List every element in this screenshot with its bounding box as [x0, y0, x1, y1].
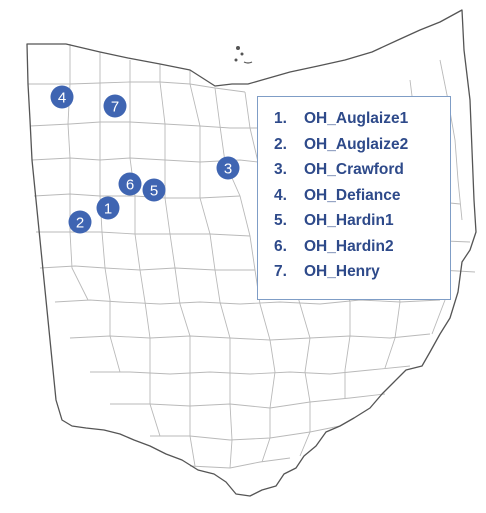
site-marker-circle: [68, 210, 92, 234]
legend-item: 4. OH_Defiance: [274, 183, 450, 209]
site-marker-circle: [142, 178, 166, 202]
site-marker-label: 1: [104, 201, 112, 218]
site-markers: 1 2 3 4 56 7: [50, 85, 240, 234]
site-marker-label: 7: [111, 99, 119, 116]
legend-item: 6. OH_Hardin2: [274, 234, 450, 260]
site-marker-1: 1: [96, 196, 120, 220]
legend-item-number: 1.: [274, 110, 287, 127]
site-marker-circle: [103, 94, 127, 118]
site-marker-circle: [118, 172, 142, 196]
legend-item-number: 6.: [274, 237, 287, 255]
legend-item-name: OH_Henry: [304, 263, 380, 280]
legend-item: 2. OH_Auglaize2: [274, 132, 450, 158]
site-marker-label: 6: [126, 177, 134, 194]
site-legend: 1. OH_Auglaize1 2. OH_Auglaize2 3. OH_Crawf…: [257, 96, 451, 300]
ohio-state-outline: [26, 9, 477, 497]
legend-item: 7. OH_Henry: [274, 259, 450, 285]
legend-item-number: 3.: [274, 161, 287, 178]
site-marker-circle: [216, 156, 240, 180]
site-marker-3: 3: [216, 156, 240, 180]
legend-item: 3. OH_Crawford: [274, 157, 450, 183]
legend-item-name: OH_Auglaize1: [304, 110, 409, 127]
site-marker-circle: [96, 196, 120, 220]
site-marker-4: 4: [50, 85, 74, 109]
site-marker-label: 5: [150, 183, 158, 200]
site-marker-label: 4: [58, 90, 66, 107]
legend-list: 1. OH_Auglaize1 2. OH_Auglaize2 3. OH_Crawf…: [274, 106, 450, 285]
site-marker-label: 2: [76, 215, 84, 232]
site-marker-7: 7: [103, 94, 127, 118]
legend-item-number: 2.: [274, 135, 287, 153]
legend-item-name: OH_Auglaize2: [304, 135, 409, 153]
legend-item-number: 4.: [274, 186, 287, 204]
site-marker-label: 3: [224, 161, 232, 178]
site-marker-2: 2: [68, 210, 92, 234]
legend-item: 5. OH_Hardin1: [274, 208, 450, 234]
site-marker-6: 6: [118, 172, 142, 196]
legend-item-name: OH_Crawford: [304, 161, 404, 178]
legend-item: 1. OH_Auglaize1: [274, 106, 450, 132]
lake-erie-islands: [234, 46, 253, 64]
site-marker-circle: [50, 85, 74, 109]
site-marker-5: 5: [142, 178, 166, 202]
legend-item-name: OH_Hardin2: [304, 237, 394, 255]
legend-item-number: 5.: [274, 212, 287, 229]
legend-item-name: OH_Defiance: [304, 186, 401, 204]
legend-item-number: 7.: [274, 263, 287, 280]
legend-item-name: OH_Hardin1: [304, 212, 394, 229]
